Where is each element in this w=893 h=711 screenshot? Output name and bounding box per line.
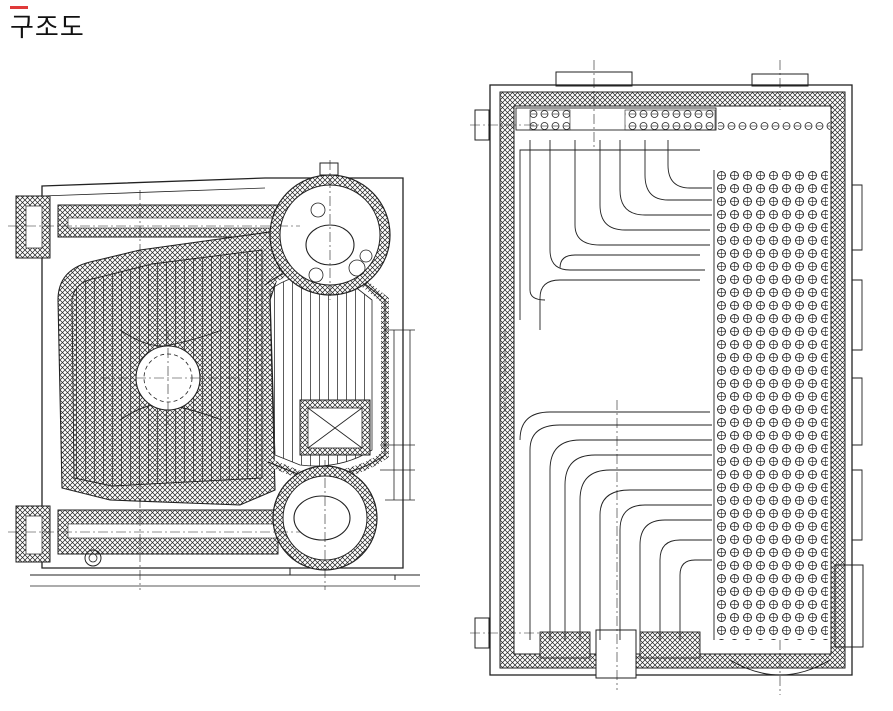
side-section-view (8, 160, 420, 590)
plan-bottom-header-2 (639, 631, 701, 659)
drain-valve (84, 549, 102, 567)
plan-refractory-wall (499, 91, 846, 669)
title-accent-bar (10, 6, 28, 9)
page-title-block: 구조도 (10, 6, 85, 43)
plan-furnace-tubes-upper (519, 140, 712, 330)
plan-convection-tube-grid (714, 170, 828, 640)
plan-outer-casing (489, 84, 853, 676)
top-nozzle (319, 162, 339, 176)
outer-casing (41, 177, 404, 569)
plan-furnace-tubes-lower (519, 411, 712, 640)
plan-section-view (470, 60, 864, 695)
page-title: 구조도 (10, 13, 85, 43)
